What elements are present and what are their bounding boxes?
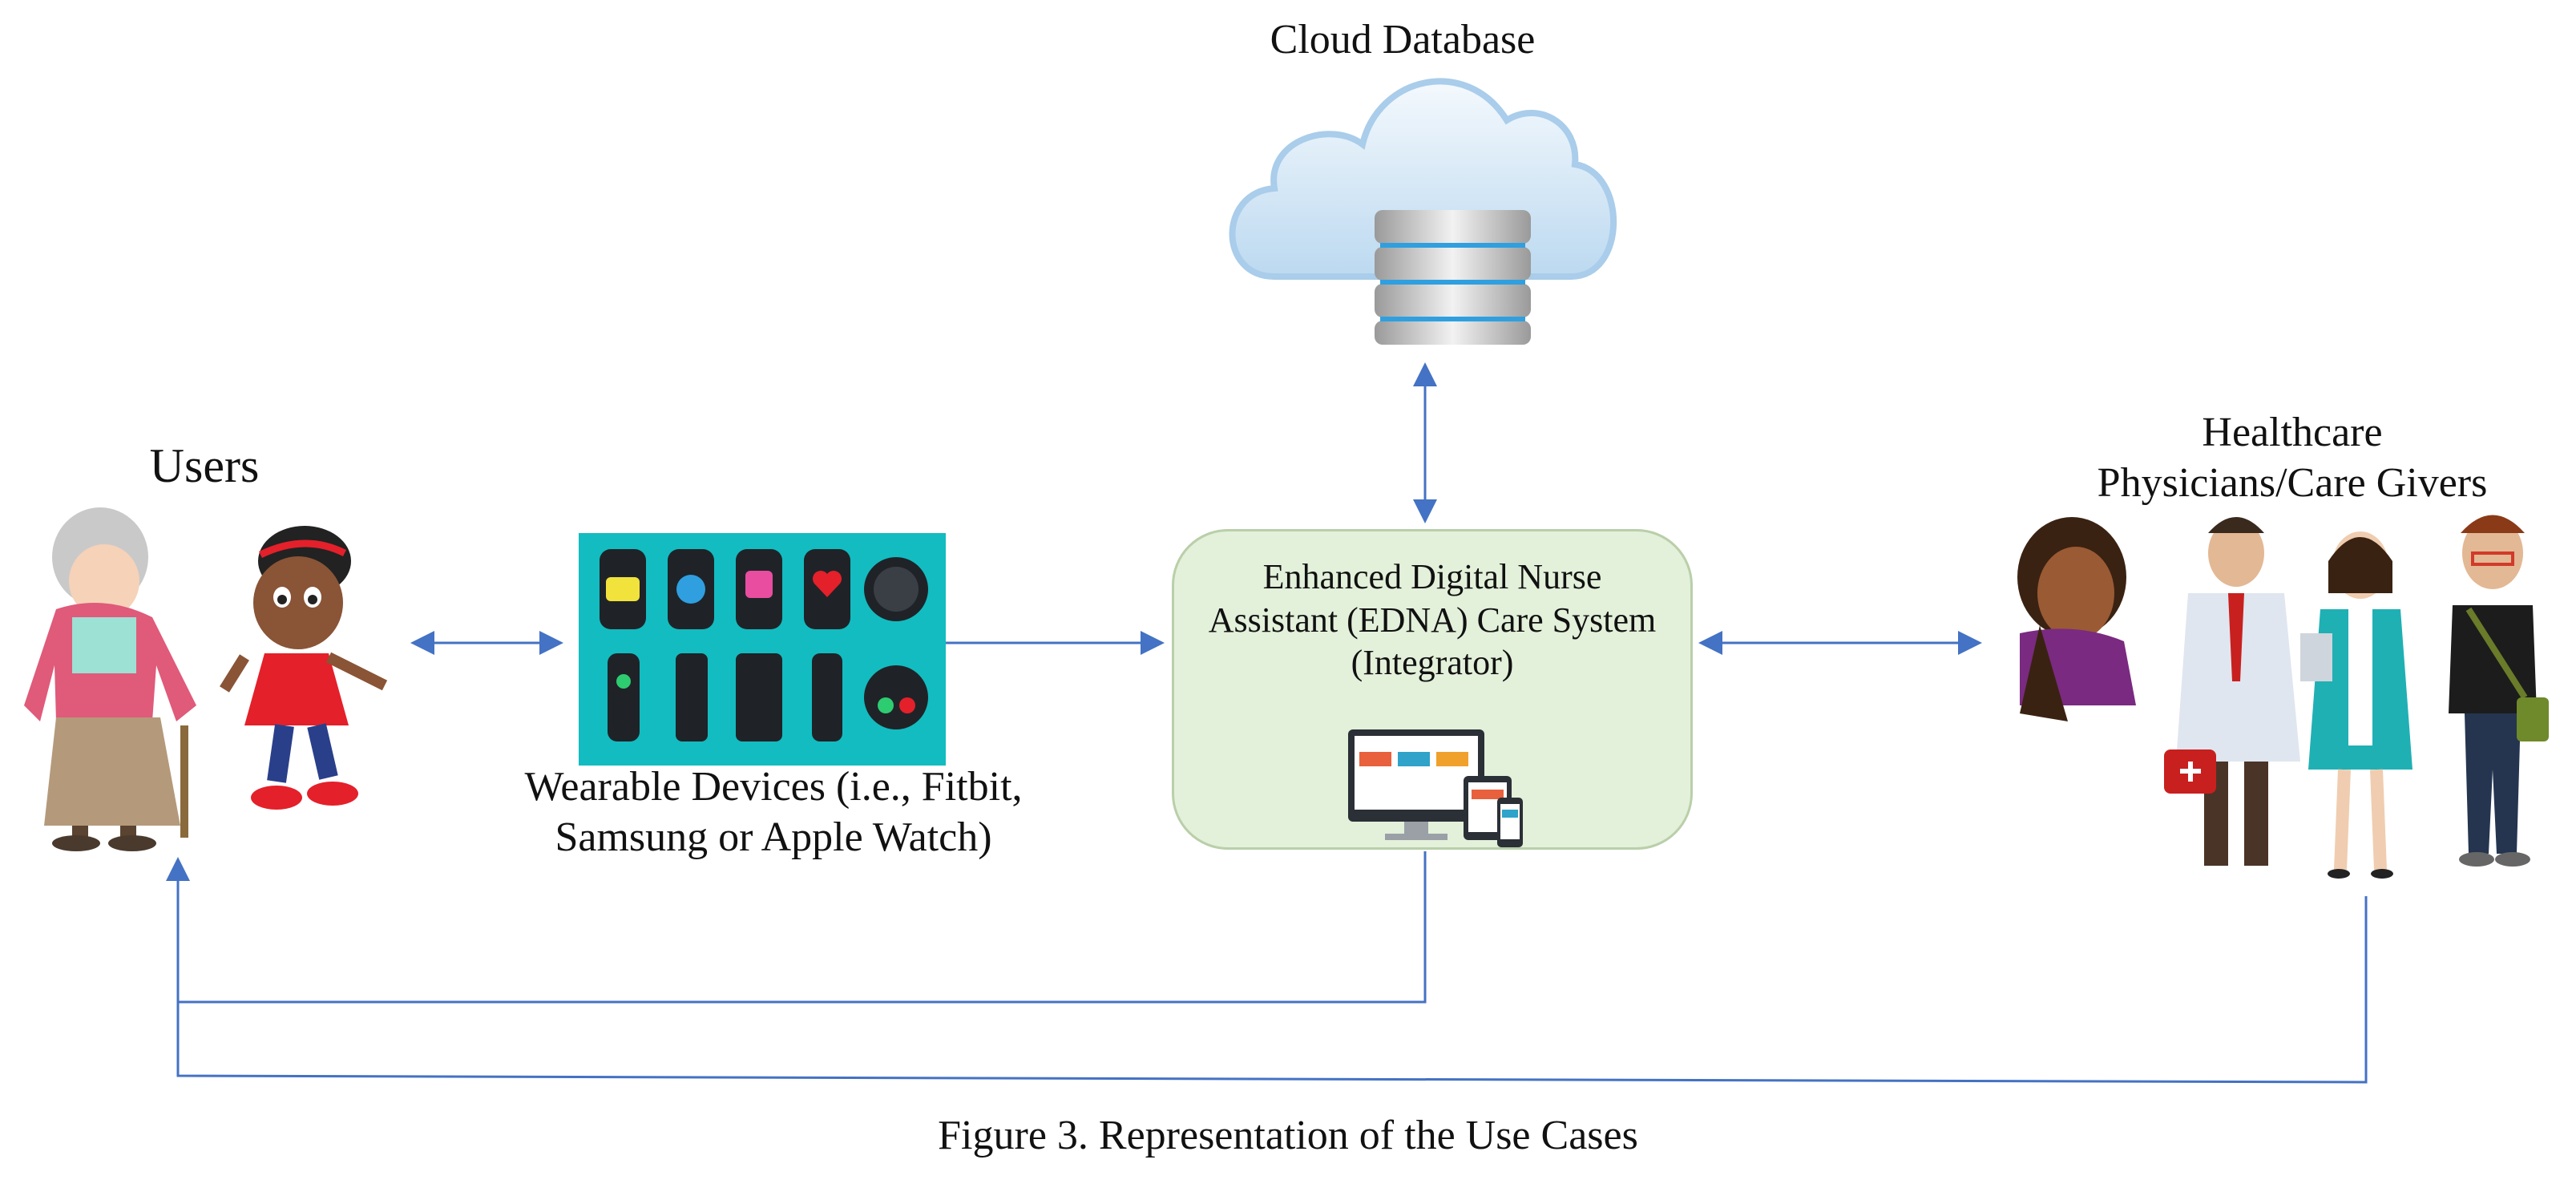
healthcare-label-line2: Physicians/Care Givers: [2097, 460, 2488, 507]
edna-title: Enhanced Digital Nurse Assistant (EDNA) …: [1174, 556, 1690, 685]
smartwatch-grid-icon: [600, 549, 928, 741]
female-doctor-icon: [2300, 531, 2412, 879]
feedback-line-edna-users: [178, 851, 1427, 1004]
edna-title-line1: Enhanced Digital Nurse: [1262, 557, 1602, 596]
male-doctor-icon: [2164, 517, 2300, 866]
woman-icon: [2017, 517, 2136, 721]
healthcare-label-line1: Healthcare: [2202, 410, 2383, 455]
database-server-icon: [1375, 210, 1531, 345]
cloud-database-label: Cloud Database: [1270, 17, 1536, 63]
healthcare-label: Healthcare Physicians/Care Givers: [1972, 407, 2576, 509]
caregiver-man-icon: [2449, 515, 2549, 867]
figure-caption: Figure 3. Representation of the Use Case…: [938, 1113, 1638, 1158]
elderly-woman-with-cane-icon: [24, 507, 196, 851]
users-label: Users: [149, 439, 260, 492]
feedback-line-healthcare-users: [166, 857, 2368, 1084]
girl-in-red-dress-icon: [220, 526, 388, 810]
wearable-devices-label: Wearable Devices (i.e., Fitbit, Samsung …: [524, 764, 1023, 861]
cloud-server-icon: [1229, 78, 1617, 345]
edna-care-system-box: Enhanced Digital Nurse Assistant (EDNA) …: [1172, 529, 1693, 850]
edna-title-line2: Assistant (EDNA) Care System: [1208, 600, 1657, 640]
edna-title-line3: (Integrator): [1351, 643, 1514, 683]
